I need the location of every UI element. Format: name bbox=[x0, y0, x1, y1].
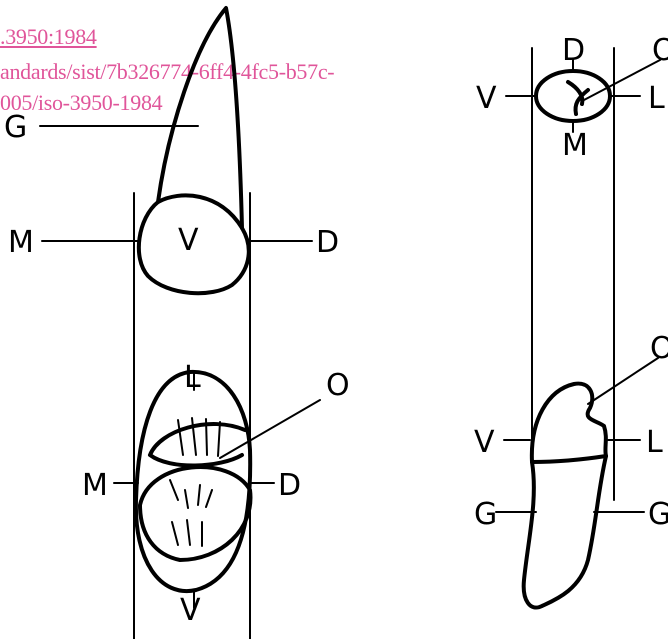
side-crown bbox=[529, 381, 608, 464]
label-V-lower: V bbox=[180, 593, 201, 628]
right-lower-figure: O V L G G bbox=[474, 331, 668, 610]
label-O-side: O bbox=[650, 331, 668, 366]
watermark-line-1[interactable]: .3950:1984 bbox=[0, 24, 97, 49]
label-D-small: D bbox=[562, 33, 585, 68]
label-O-lower: O bbox=[326, 368, 350, 403]
label-G: G bbox=[4, 110, 27, 145]
lower-cusp bbox=[138, 465, 253, 562]
upper-ridges bbox=[177, 417, 221, 457]
small-occlusal-outline bbox=[534, 69, 612, 123]
label-M-lower: M bbox=[82, 468, 108, 503]
right-upper-figure: D O V L M bbox=[476, 33, 668, 501]
label-M-small: M bbox=[562, 128, 588, 163]
label-L-small: L bbox=[648, 81, 665, 116]
label-L-side: L bbox=[646, 425, 663, 460]
watermark-line-2[interactable]: andards/sist/7b326774-6ff4-4fc5-b57c- bbox=[0, 59, 335, 84]
label-V-small: V bbox=[476, 81, 497, 116]
middle-ridges bbox=[169, 479, 213, 509]
root-shape bbox=[156, 6, 244, 230]
left-upper-figure: G M V D bbox=[4, 6, 339, 639]
label-L-lower: L bbox=[184, 360, 201, 395]
label-G-left-side: G bbox=[474, 497, 497, 532]
label-D-lower: D bbox=[278, 468, 301, 503]
label-D: D bbox=[316, 225, 339, 260]
label-V: V bbox=[178, 223, 199, 258]
leader-O bbox=[219, 399, 321, 459]
leader-O-small bbox=[583, 59, 661, 101]
label-M: M bbox=[8, 225, 34, 260]
small-fissure bbox=[566, 80, 590, 116]
upper-cusp bbox=[148, 422, 247, 468]
left-lower-figure: L O M D V bbox=[82, 360, 350, 628]
label-V-side: V bbox=[474, 425, 495, 460]
label-G-right-side: G bbox=[648, 497, 668, 532]
watermark-line-3[interactable]: 005/iso-3950-1984 bbox=[0, 90, 163, 115]
side-root bbox=[521, 454, 608, 610]
occlusal-outline bbox=[133, 369, 253, 594]
lower-ridges bbox=[171, 519, 203, 547]
crown-outline bbox=[136, 193, 251, 296]
leader-O-side bbox=[587, 357, 659, 405]
label-O-small: O bbox=[652, 33, 668, 68]
